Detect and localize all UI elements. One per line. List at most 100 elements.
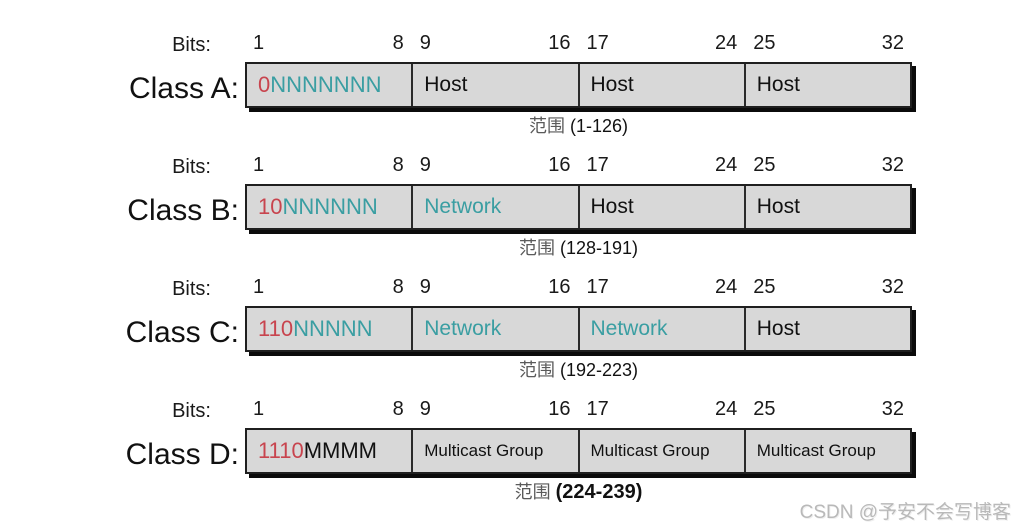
bit-rest: MMMM bbox=[303, 438, 377, 463]
bit-number: 24 bbox=[715, 398, 738, 420]
class-d-label: Class D: bbox=[125, 438, 239, 471]
bit-number: 1 bbox=[253, 32, 265, 54]
octet-label: Network bbox=[590, 317, 668, 340]
bit-rest: NNNNNN bbox=[282, 194, 378, 219]
ruler-segment: 25 32 bbox=[745, 276, 912, 302]
bits-caption: Bits: bbox=[172, 400, 211, 422]
bit-number: 24 bbox=[715, 32, 738, 54]
bit-number: 16 bbox=[548, 154, 571, 176]
bit-prefix: 10 bbox=[258, 194, 283, 219]
bit-number: 8 bbox=[392, 276, 404, 298]
octet-label: Host bbox=[424, 73, 468, 96]
bit-number: 9 bbox=[419, 154, 431, 176]
octet-label: Host bbox=[590, 73, 634, 96]
bit-number: 32 bbox=[881, 276, 904, 298]
bit-number: 32 bbox=[881, 154, 904, 176]
bit-number: 8 bbox=[392, 32, 404, 54]
octet-cell: Multicast Group bbox=[743, 430, 910, 472]
class-c-label: Class C: bbox=[125, 316, 239, 349]
bit-number: 17 bbox=[586, 154, 609, 176]
octet-cell: Host bbox=[577, 186, 744, 228]
bit-number: 16 bbox=[548, 398, 571, 420]
range-value: (128-191) bbox=[559, 238, 639, 258]
bit-prefix: 110 bbox=[258, 316, 294, 341]
octet-label: Network bbox=[424, 195, 502, 218]
bit-rest: NNNNN bbox=[293, 316, 373, 341]
range-cjk-label: 范围 bbox=[518, 238, 555, 258]
class-c-range: 范围(192-223) bbox=[245, 360, 912, 380]
bit-number: 17 bbox=[586, 398, 609, 420]
class-c-labels: Bits: Class C: bbox=[0, 276, 245, 380]
bit-number: 32 bbox=[881, 32, 904, 54]
octet-label: Host bbox=[590, 195, 634, 218]
range-cjk-label: 范围 bbox=[528, 116, 565, 136]
octet-cell: Multicast Group bbox=[411, 430, 577, 472]
octet-cell: Host bbox=[577, 64, 744, 106]
class-d-labels: Bits: Class D: bbox=[0, 398, 245, 502]
bit-rest: NNNNNNN bbox=[270, 72, 382, 97]
class-a-labels: Bits: Class A: bbox=[0, 32, 245, 136]
bit-number: 1 bbox=[253, 154, 265, 176]
class-a-label: Class A: bbox=[128, 72, 239, 105]
octet-cell: Host bbox=[743, 64, 910, 106]
bit-number: 9 bbox=[419, 32, 431, 54]
octet-cell: Multicast Group bbox=[577, 430, 744, 472]
bit-number: 25 bbox=[753, 398, 776, 420]
ruler-segment: 25 32 bbox=[745, 398, 912, 424]
bit-number: 25 bbox=[753, 276, 776, 298]
class-b-range: 范围(128-191) bbox=[245, 238, 912, 258]
bit-number: 8 bbox=[392, 398, 404, 420]
octet-label: Host bbox=[756, 73, 800, 96]
class-b-label: Class B: bbox=[127, 194, 239, 227]
ruler-segment: 9 16 bbox=[412, 32, 579, 58]
bit-number: 32 bbox=[881, 398, 904, 420]
bit-number: 1 bbox=[253, 398, 265, 420]
bit-number: 9 bbox=[419, 276, 431, 298]
bit-number: 25 bbox=[753, 154, 776, 176]
octet-label: Host bbox=[756, 317, 800, 340]
range-cjk-label: 范围 bbox=[514, 482, 551, 502]
bit-number: 24 bbox=[715, 276, 738, 298]
bit-number: 16 bbox=[548, 32, 571, 54]
range-value: (1-126) bbox=[569, 116, 629, 136]
octet-cell: Network bbox=[411, 308, 577, 350]
octet-cell: Network bbox=[577, 308, 744, 350]
octet-label: Multicast Group bbox=[424, 441, 544, 460]
bit-number: 8 bbox=[392, 154, 404, 176]
bit-number: 1 bbox=[253, 276, 265, 298]
octet-label: Host bbox=[756, 195, 800, 218]
ruler-segment: 9 16 bbox=[412, 154, 579, 180]
octet-cell: Host bbox=[743, 186, 910, 228]
bit-prefix: 1110 bbox=[258, 438, 304, 463]
bit-number: 17 bbox=[586, 276, 609, 298]
range-value: (192-223) bbox=[559, 360, 639, 380]
octet-cell: Host bbox=[411, 64, 577, 106]
bit-number: 16 bbox=[548, 276, 571, 298]
bits-caption: Bits: bbox=[172, 278, 211, 300]
bit-number: 24 bbox=[715, 154, 738, 176]
